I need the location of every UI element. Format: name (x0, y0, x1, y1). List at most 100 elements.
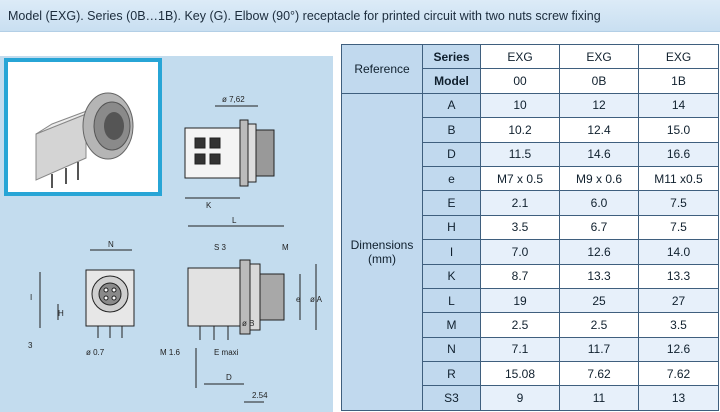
dimension-value: M9 x 0.6 (559, 165, 639, 192)
dimension-value: 6.7 (559, 214, 639, 241)
dimension-value: 14.6 (559, 141, 639, 167)
dimension-value: 7.5 (638, 214, 719, 241)
dimension-key: A (422, 92, 481, 119)
label-i: I (30, 293, 32, 302)
drawing-svg: ø 7,62 K N H I 3 ø 0.7 (28, 95, 323, 403)
reference-label: Reference (341, 44, 423, 94)
label-l: L (232, 216, 237, 225)
series-label: Series (422, 43, 481, 70)
dimension-value: M7 x 0.5 (480, 165, 560, 192)
dimension-value: 6.0 (559, 190, 639, 216)
dimension-value: 15.0 (638, 117, 719, 143)
dimension-value: 25 (559, 287, 639, 314)
dimension-key: I (422, 239, 481, 265)
dimension-value: 27 (638, 287, 719, 314)
dimension-value: 7.62 (559, 361, 639, 387)
dimension-value: 16.6 (638, 141, 719, 167)
label-254: 2.54 (252, 391, 268, 400)
technical-drawing-panel: ø 7,62 K N H I 3 ø 0.7 (0, 56, 333, 412)
dimension-value: 12.4 (559, 117, 639, 143)
dimension-value: 11.7 (559, 336, 639, 363)
label-h: H (58, 309, 64, 318)
dimension-key: H (422, 214, 481, 241)
dimension-key: E (422, 190, 481, 216)
series-value: EXG (559, 43, 639, 70)
label-m: M (282, 243, 289, 252)
label-s3: S 3 (214, 243, 227, 252)
dimension-value: 7.62 (638, 361, 719, 387)
dimension-value: 3.5 (638, 312, 719, 338)
dimension-value: 2.5 (559, 312, 639, 338)
dimension-value: 10 (480, 92, 560, 119)
label-phi-b: ø B (242, 319, 254, 328)
label-phi-07: ø 0.7 (86, 348, 105, 357)
dimension-key: B (422, 117, 481, 143)
series-value: EXG (480, 43, 560, 70)
dimension-key: e (422, 165, 481, 192)
label-phi-a: ø A (310, 295, 323, 304)
dimension-value: 7.1 (480, 336, 560, 363)
dimension-value: 7.5 (638, 190, 719, 216)
model-value: 00 (480, 68, 560, 94)
dimension-value: 19 (480, 287, 560, 314)
dimensions-label: Dimensions (mm) (341, 92, 423, 411)
dimension-value: 12 (559, 92, 639, 119)
top-view-drawing (184, 105, 275, 199)
dimension-value: 11.5 (480, 141, 560, 167)
dimension-value: 14 (638, 92, 719, 119)
label-e-thread: e (296, 295, 301, 304)
page-title: Model (EXG). Series (0B…1B). Key (G). El… (0, 0, 720, 32)
dimension-key: K (422, 263, 481, 289)
label-k: K (206, 201, 212, 210)
dimension-value: 3.5 (480, 214, 560, 241)
dimension-value: 10.2 (480, 117, 560, 143)
dimension-key: R (422, 361, 481, 387)
dimension-value: 2.5 (480, 312, 560, 338)
label-e-maxi: E maxi (214, 348, 239, 357)
dimension-value: 2.1 (480, 190, 560, 216)
dimension-value: 12.6 (638, 336, 719, 363)
model-value: 0B (559, 68, 639, 94)
model-label: Model (422, 68, 481, 94)
label-d: D (226, 373, 232, 382)
product-photo-frame (4, 58, 162, 196)
dimension-key: L (422, 287, 481, 314)
dimension-value: 13 (638, 385, 719, 411)
dimension-value: 15.08 (480, 361, 560, 387)
connector-photo (8, 62, 158, 192)
label-m16: M 1.6 (160, 348, 181, 357)
label-three: 3 (28, 341, 33, 350)
dimension-value: 8.7 (480, 263, 560, 289)
dimension-value: 13.3 (638, 263, 719, 289)
dimension-value: 14.0 (638, 239, 719, 265)
series-value: EXG (638, 43, 719, 70)
label-n: N (108, 240, 114, 249)
dimension-value: 11 (559, 385, 639, 411)
dimension-key: S3 (422, 385, 481, 411)
dimension-key: D (422, 141, 481, 167)
dimension-value: 9 (480, 385, 560, 411)
front-view-drawing (39, 249, 135, 338)
model-value: 1B (638, 68, 719, 94)
dimension-value: 13.3 (559, 263, 639, 289)
dimension-value: 12.6 (559, 239, 639, 265)
dimension-key: M (422, 312, 481, 338)
dimension-value: M11 x0.5 (638, 165, 719, 192)
dimension-key: N (422, 336, 481, 363)
